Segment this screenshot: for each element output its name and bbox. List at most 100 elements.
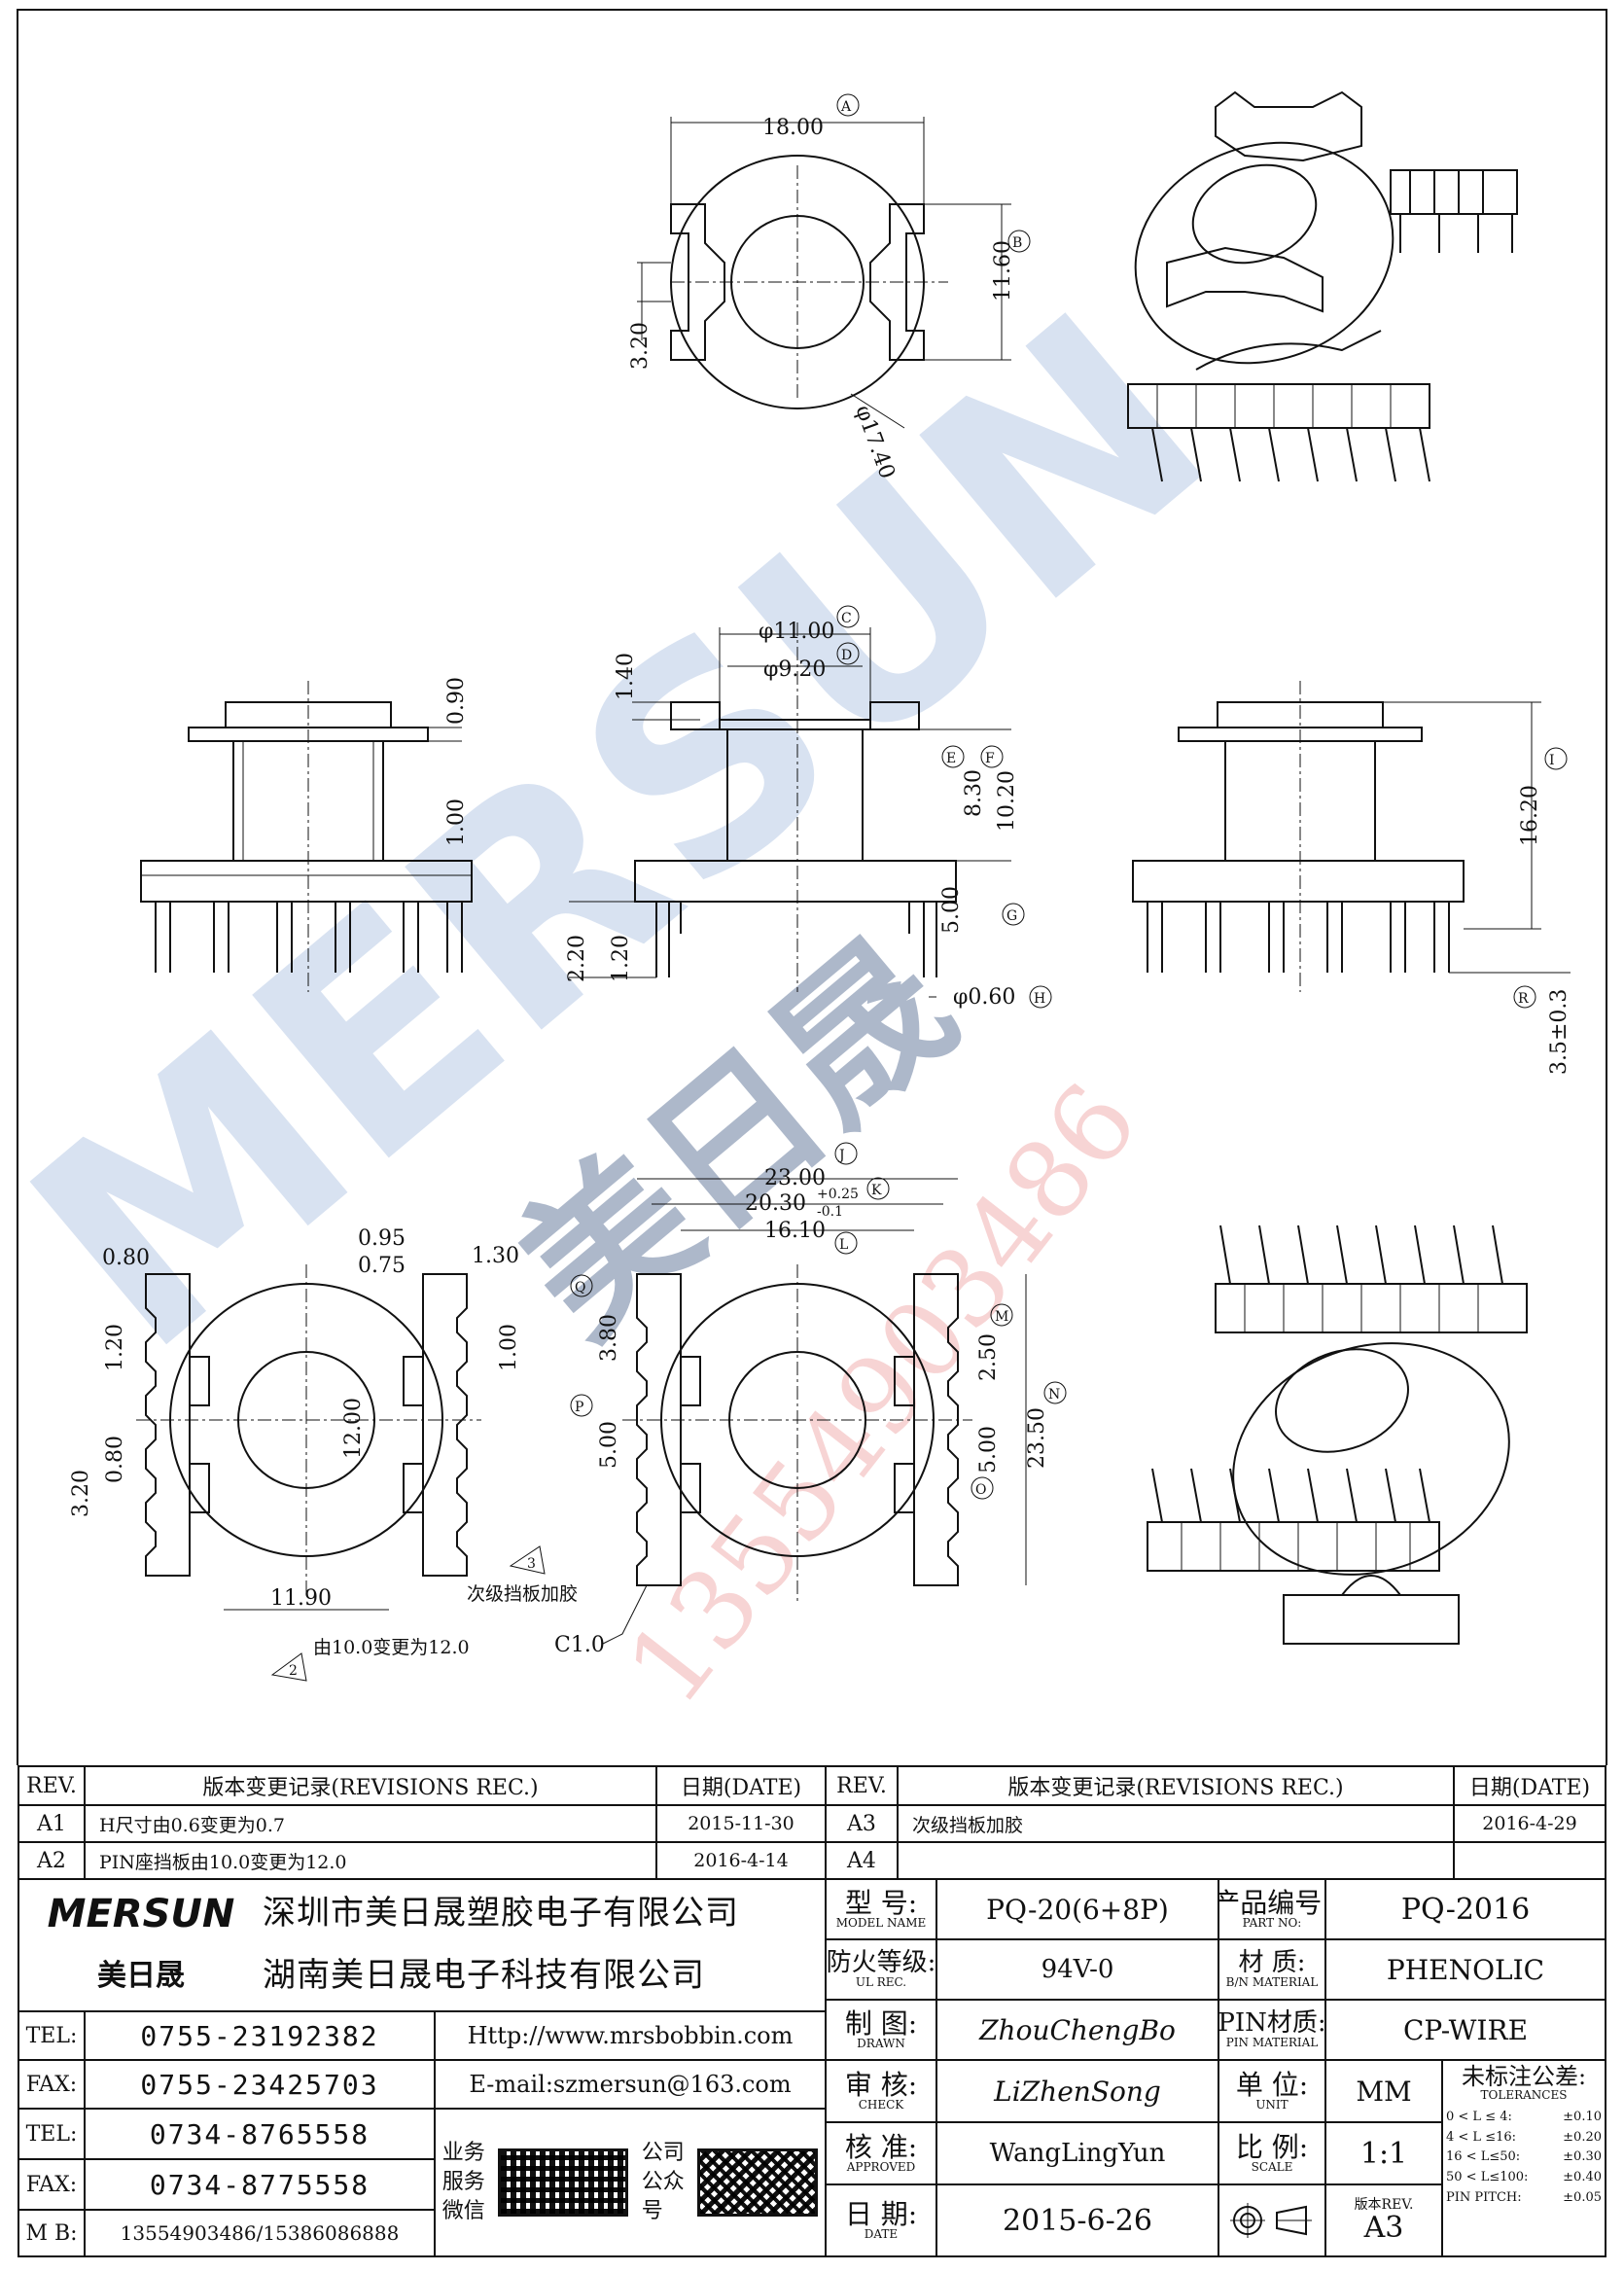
- svg-text:P: P: [575, 1400, 583, 1415]
- front-view-c: 16.20 I 3.5±0.3 R: [1132, 681, 1571, 1075]
- title-block: REV. 版本变更记录(REVISIONS REC.) 日期(DATE) A1 …: [18, 1765, 1606, 2257]
- top-view: 18.00 A 11.60 B 3.20 φ17.40: [628, 93, 1031, 482]
- fax1-label: FAX:: [18, 2059, 86, 2110]
- dim-d-outer: φ11.00: [759, 620, 834, 644]
- drawn-label: 制 图:DRAWN: [825, 1999, 937, 2061]
- svg-text:B: B: [1012, 235, 1022, 251]
- dim-bb-chamfer: C1.0: [554, 1633, 605, 1657]
- svg-text:D: D: [841, 648, 852, 663]
- ul-label: 防火等级:UL REC.: [825, 1938, 937, 2001]
- tol-row: 0 < L ≤ 4:±0.10: [1446, 2109, 1602, 2124]
- rec-col-header-r: 版本变更记录(REVISIONS REC.): [897, 1765, 1455, 1806]
- pin-material-value: CP-WIRE: [1324, 1999, 1606, 2061]
- qr-area: 业务服务微信 公司公众号: [434, 2108, 827, 2257]
- tol-row: PIN PITCH:±0.05: [1446, 2189, 1602, 2205]
- svg-text:L: L: [839, 1237, 848, 1253]
- rec-a3: 次级挡板加胶: [897, 1804, 1455, 1843]
- wechat-qr-icon[interactable]: [498, 2148, 629, 2217]
- dim-ba-6: 1.00: [497, 1324, 521, 1371]
- date-a1: 2015-11-30: [655, 1804, 827, 1843]
- drawn-value: ZhouChengBo: [936, 1999, 1219, 2061]
- dim-bb-p3: 2.50: [976, 1333, 1001, 1381]
- model-value: PQ-20(6+8P): [936, 1878, 1219, 1940]
- rec-col-header: 版本变更记录(REVISIONS REC.): [84, 1765, 657, 1806]
- sheet-border: [17, 9, 1607, 1765]
- model-label: 型 号:MODEL NAME: [825, 1878, 937, 1940]
- dim-bb-p4: 5.00: [976, 1426, 1001, 1473]
- approved-value: WangLingYun: [936, 2121, 1219, 2185]
- fax2: 0734-8775558: [84, 2158, 436, 2211]
- dim-pin: φ0.60: [953, 985, 1015, 1010]
- dim-ba-7: 12.00: [341, 1398, 366, 1459]
- rec-a4: [897, 1841, 1455, 1880]
- company-logo: MERSUN: [47, 1892, 235, 1936]
- dim-pin-len: 3.5±0.3: [1547, 989, 1571, 1075]
- bottom-view-b: 23.00 J 20.30 +0.25 -0.1 K 16.10 L 3.80 …: [554, 1142, 1067, 1657]
- official-account-qr-icon[interactable]: [697, 2148, 819, 2217]
- unit-label: 单 位:UNIT: [1218, 2059, 1326, 2123]
- rev-col-header-r: REV.: [825, 1765, 899, 1806]
- fax1: 0755-23425703: [84, 2059, 436, 2110]
- mobile: 13554903486/15386086888: [84, 2209, 436, 2257]
- front-view-a: 0.90 1.00: [140, 677, 473, 992]
- date-a4: [1453, 1841, 1606, 1880]
- dim-bb-p1: 3.80: [597, 1314, 621, 1362]
- dim-ba-5: 1.20: [103, 1324, 127, 1371]
- dim-c-height: 16.20: [1518, 785, 1542, 846]
- scale-label: 比 例:SCALE: [1218, 2121, 1326, 2185]
- rec-a2: PIN座挡板由10.0变更为12.0: [84, 1841, 657, 1880]
- dim-ba-10: 11.90: [270, 1586, 332, 1611]
- note-3: 次级挡板加胶: [467, 1583, 578, 1605]
- projection-symbol: [1218, 2183, 1326, 2257]
- company-name-1: 深圳市美日晟塑胶电子有限公司: [263, 1894, 739, 1934]
- svg-text:F: F: [985, 751, 995, 766]
- tol-row: 16 < L≤50:±0.30: [1446, 2149, 1602, 2165]
- svg-text:J: J: [837, 1148, 845, 1163]
- tel1-label: TEL:: [18, 2010, 86, 2061]
- dim-top-height: 11.60: [991, 240, 1015, 302]
- dim-ba-9: 0.80: [103, 1436, 127, 1483]
- pin-material-label: PIN材质:PIN MATERIAL: [1218, 1999, 1326, 2061]
- scale-value: 1:1: [1324, 2121, 1443, 2185]
- material-value: PHENOLIC: [1324, 1938, 1606, 2001]
- date-value: 2015-6-26: [936, 2183, 1219, 2257]
- tel1: 0755-23192382: [84, 2010, 436, 2061]
- iso-view-top: [1127, 90, 1518, 482]
- note-2: 由10.0变更为12.0: [313, 1637, 470, 1658]
- rev-a1: A1: [18, 1804, 86, 1843]
- svg-text:M: M: [995, 1309, 1008, 1325]
- date-label: 日 期:DATE: [825, 2183, 937, 2257]
- material-label: 材 质:B/N MATERIAL: [1218, 1938, 1326, 2001]
- rev-a3: A3: [825, 1804, 899, 1843]
- approved-label: 核 准:APPROVED: [825, 2121, 937, 2185]
- company-logo-cn: 美日晟: [97, 1959, 185, 1994]
- dim-h3: 5.00: [939, 886, 964, 934]
- svg-text:G: G: [1006, 908, 1017, 924]
- svg-text:O: O: [975, 1482, 986, 1498]
- svg-text:R: R: [1518, 991, 1529, 1007]
- website-link[interactable]: Http://www.mrsbobbin.com: [434, 2010, 827, 2061]
- email-link[interactable]: E-mail:szmersun@163.com: [434, 2059, 827, 2110]
- dim-d-inner: φ9.20: [763, 657, 826, 682]
- dim-ba-1: 0.80: [102, 1246, 150, 1270]
- check-value: LiZhenSong: [936, 2059, 1219, 2123]
- version-value: A3: [1363, 2210, 1404, 2245]
- projection-icon: [1230, 2203, 1312, 2238]
- tolerances-block: 未标注公差: TOLERANCES 0 < L ≤ 4:±0.10 4 < L …: [1441, 2059, 1606, 2257]
- dim-h4: 2.20: [565, 935, 589, 982]
- svg-text:H: H: [1034, 991, 1045, 1007]
- qr2-label: 公司公众号: [641, 2141, 685, 2223]
- svg-text:A: A: [840, 99, 852, 115]
- dim-h2: 10.20: [995, 770, 1019, 832]
- iso-view-bottom: [1147, 1225, 1528, 1645]
- dim-bb-p2: 5.00: [597, 1421, 621, 1469]
- qr1-label: 业务服务微信: [441, 2141, 485, 2223]
- dim-bb-w2: 20.30: [745, 1191, 806, 1216]
- dim-bb-h: 23.50: [1025, 1407, 1049, 1469]
- date-a2: 2016-4-14: [655, 1841, 827, 1880]
- dim-top-width: 18.00: [762, 116, 824, 140]
- date-col-header: 日期(DATE): [655, 1765, 827, 1806]
- svg-text:3: 3: [527, 1556, 536, 1572]
- dim-top-slot: 3.20: [628, 322, 653, 370]
